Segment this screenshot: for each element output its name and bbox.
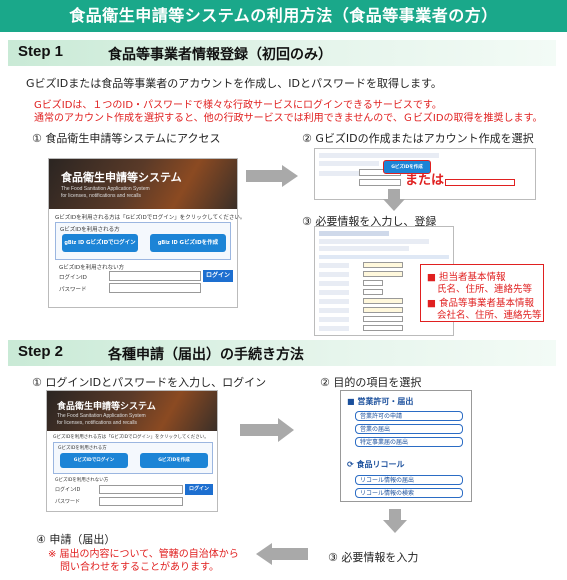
login-id-label: ログインID <box>59 275 87 281</box>
step1-note-line1: GビズIDは、１つのID・パスワードで様々な行政サービスにログインできるサービス… <box>34 100 442 111</box>
hero-title-2: 食品衛生申請等システム <box>57 402 156 412</box>
step1-title: 食品等事業者情報登録（初回のみ） <box>108 47 332 63</box>
login-id-input-2[interactable] <box>99 485 183 494</box>
step2-label: Step 2 <box>18 343 64 360</box>
step2-note-line1: ※ 届出の内容について、管轄の自治体から <box>48 549 239 560</box>
gbiz-logo-2: gBiz ID <box>157 240 178 246</box>
recall-icon: ⟳ <box>347 460 357 469</box>
hero-title: 食品衛生申請等システム <box>61 171 182 184</box>
step2-title: 各種申請（届出）の手続き方法 <box>108 347 304 363</box>
step1-note-line2: 通常のアカウント作成を選択すると、他の行政サービスでは利用できませんので、Ｇビズ… <box>34 113 543 124</box>
hero-image: 食品衛生申請等システム The Food Sanitation Applicat… <box>49 159 237 209</box>
step2-note-line2: 問い合わせをすることがあります。 <box>60 562 219 573</box>
menu-item-license[interactable]: 営業許可の申請 <box>355 411 463 421</box>
hero-image-2: 食品衛生申請等システム The Food Sanitation Applicat… <box>47 391 217 431</box>
gbiz-select-screenshot: GビズIDを作成 <box>314 148 536 200</box>
gbiz-section-label: GビズIDを利用される方 <box>60 227 120 233</box>
gbiz-create-highlight[interactable]: GビズIDを作成 <box>383 160 431 174</box>
arrow-right-icon-2 <box>240 418 294 442</box>
page-banner: 食品衛生申請等システムの利用方法（食品等事業者の方） <box>0 0 567 32</box>
gbiz-logo: gBiz ID <box>64 240 85 246</box>
login-screenshot-2: 食品衛生申請等システム The Food Sanitation Applicat… <box>46 390 218 512</box>
step2-header: Step 2 各種申請（届出）の手続き方法 <box>8 340 556 366</box>
step1-sub1: ① 食品衛生申請等システムにアクセス <box>32 132 221 145</box>
menu-item-notification[interactable]: 営業の届出 <box>355 424 463 434</box>
gbiz-login-button[interactable]: gBiz ID GビズIDでログイン <box>62 234 138 252</box>
login-id-input[interactable] <box>109 271 201 281</box>
step1-intro: GビズIDまたは食品等事業者のアカウントを作成し、IDとパスワードを取得します。 <box>26 77 442 90</box>
callout-item2-detail: 会社名、住所、連絡先等 <box>437 310 542 321</box>
gbiz-create-button[interactable]: gBiz ID GビズIDを作成 <box>150 234 226 252</box>
gbiz-login-button-2[interactable]: GビズIDでログイン <box>60 453 128 468</box>
step1-label: Step 1 <box>18 43 64 60</box>
login-button-2[interactable]: ログイン <box>185 484 213 495</box>
password-label: パスワード <box>59 287 87 293</box>
required-info-callout: ■ 担当者基本情報 氏名、住所、連絡先等 ■ 食品等事業者基本情報 会社名、住所… <box>420 264 544 322</box>
no-gbiz-section-label: GビズIDを利用されない方 <box>59 265 125 271</box>
step2-sub4: ④ 申請（届出） <box>36 533 116 546</box>
step1-sub3: ③ 必要情報を入力し、登録 <box>302 215 437 228</box>
account-create-highlight[interactable] <box>445 179 515 186</box>
menu-section1-title: ■ 営業許可・届出 <box>347 397 414 406</box>
menu-item-special[interactable]: 特定事業届の届出 <box>355 437 463 447</box>
arrow-down-icon <box>383 189 405 211</box>
step2-sub3: ③ 必要情報を入力 <box>328 551 419 564</box>
password-input[interactable] <box>109 283 201 293</box>
arrow-right-icon <box>246 165 298 187</box>
login-button[interactable]: ログイン <box>203 270 233 282</box>
or-label: または <box>405 173 445 188</box>
step1-header: Step 1 食品等事業者情報登録（初回のみ） <box>8 40 556 66</box>
gbiz-info-text: GビズIDを利用される方は「GビズIDでログイン」をクリックしてください。 <box>55 215 246 221</box>
arrow-down-icon-2 <box>383 509 407 533</box>
gbiz-section: GビズIDを利用される方 gBiz ID GビズIDでログイン gBiz ID … <box>55 222 231 260</box>
callout-item2-title: ■ 食品等事業者基本情報 <box>427 298 534 309</box>
mock-pw-input[interactable] <box>359 179 401 186</box>
callout-item1-detail: 氏名、住所、連絡先等 <box>437 284 533 295</box>
menu-item-recall-search[interactable]: リコール情報の検索 <box>355 488 463 498</box>
login-screenshot: 食品衛生申請等システム The Food Sanitation Applicat… <box>48 158 245 308</box>
step2-sub2: ② 目的の項目を選択 <box>320 376 422 389</box>
arrow-left-icon <box>256 543 308 565</box>
menu-screenshot: ■ 営業許可・届出 営業許可の申請 営業の届出 特定事業届の届出 ⟳ 食品リコー… <box>340 390 472 502</box>
password-input-2[interactable] <box>99 497 183 506</box>
menu-section2-title: ⟳ 食品リコール <box>347 460 405 469</box>
hero-subtitle-2: for licenses, notifications and recalls <box>61 193 142 199</box>
hero-subtitle-1: The Food Sanitation Application System <box>61 186 150 192</box>
callout-item1-title: ■ 担当者基本情報 <box>427 272 506 283</box>
menu-item-recall-submit[interactable]: リコール情報の届出 <box>355 475 463 485</box>
shop-icon: ■ <box>347 397 358 406</box>
step1-sub2: ② GビズIDの作成またはアカウント作成を選択 <box>302 132 534 145</box>
gbiz-create-button-2[interactable]: GビズIDを作成 <box>140 453 208 468</box>
step2-sub1: ① ログインIDとパスワードを入力し、ログイン <box>32 376 267 389</box>
